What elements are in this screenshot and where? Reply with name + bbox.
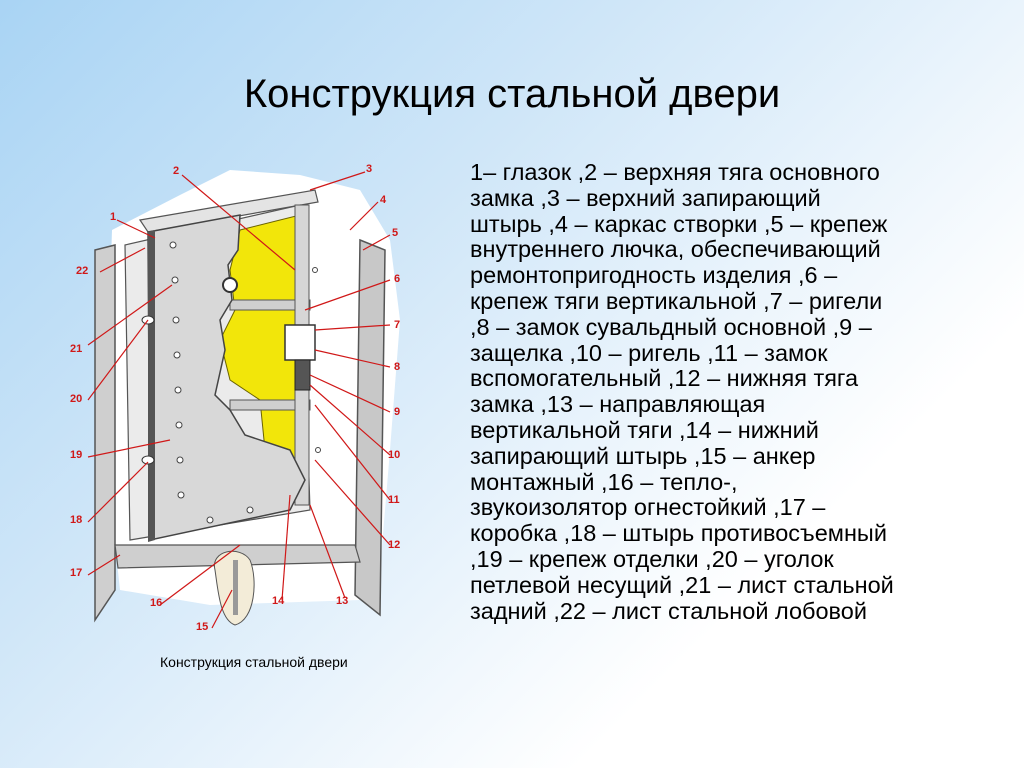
callout-6: 6 xyxy=(394,273,400,285)
callout-11: 11 xyxy=(388,494,400,506)
door-frame-top xyxy=(138,189,319,233)
door-frame-right xyxy=(354,238,386,617)
callout-13: 13 xyxy=(336,595,348,607)
door-construction-diagram: 1 2 3 4 5 6 7 8 9 10 11 12 13 14 15 16 1… xyxy=(60,150,430,640)
callout-15: 15 xyxy=(196,621,208,633)
peephole-icon xyxy=(222,277,238,293)
callout-9: 9 xyxy=(394,406,400,418)
callout-21: 21 xyxy=(70,343,82,355)
callout-4: 4 xyxy=(380,194,387,206)
callout-20: 20 xyxy=(70,393,82,405)
callout-22: 22 xyxy=(76,265,88,277)
legend-text: 1– глазок ,2 – верхняя тяга основного за… xyxy=(470,159,894,624)
callout-17: 17 xyxy=(70,567,82,579)
door-frame-box xyxy=(94,244,116,623)
callout-1: 1 xyxy=(110,211,116,223)
callout-10: 10 xyxy=(388,449,400,461)
callout-5: 5 xyxy=(392,227,398,239)
diagram-caption: Конструкция стальной двери xyxy=(160,654,348,670)
callout-3: 3 xyxy=(366,163,372,175)
callout-7: 7 xyxy=(394,319,400,331)
door-leaf-front xyxy=(147,214,306,541)
callout-14: 14 xyxy=(272,595,285,607)
callout-12: 12 xyxy=(388,539,400,551)
callout-19: 19 xyxy=(70,449,82,461)
callout-18: 18 xyxy=(70,514,82,526)
callout-2: 2 xyxy=(173,165,179,177)
callout-8: 8 xyxy=(394,361,400,373)
callout-16: 16 xyxy=(150,597,162,609)
slide-title: Конструкция стальной двери xyxy=(243,72,781,116)
